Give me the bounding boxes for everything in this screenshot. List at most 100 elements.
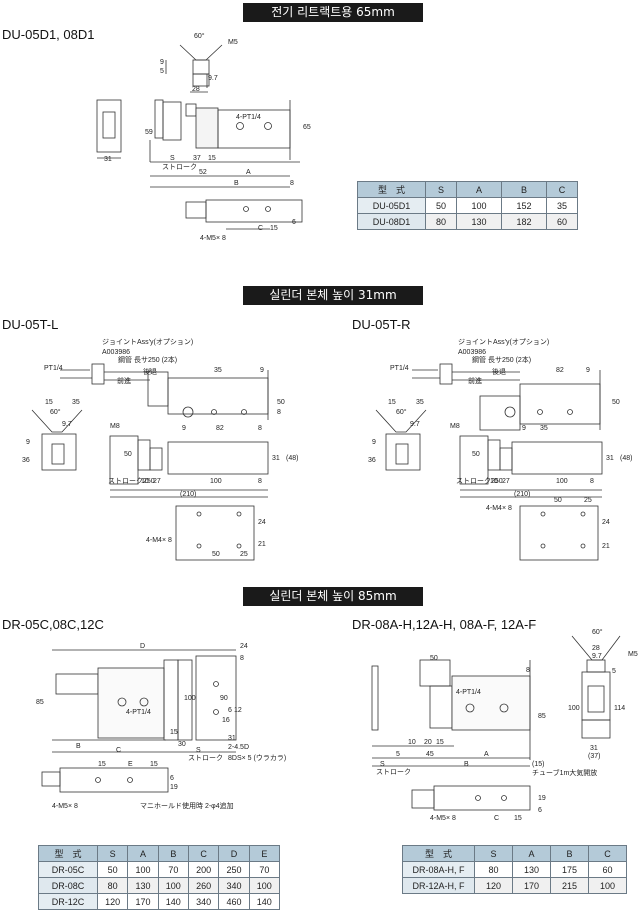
dim-label: 31 <box>228 735 236 742</box>
table-cell: 100 <box>127 861 159 878</box>
dim-label: 36 <box>22 457 30 464</box>
dim-label: 4-PT1/4 <box>456 689 481 696</box>
table-header: S <box>96 845 129 862</box>
dim-label: 6 <box>170 775 174 782</box>
dim-label: 6 <box>538 807 542 814</box>
model-title-dr05c: DR-05C,08C,12C <box>2 617 104 632</box>
dim-label: 15 <box>150 761 158 768</box>
dim-label: 5 <box>160 68 164 75</box>
dim-label: 15 <box>98 761 106 768</box>
table-cell: DR-08C <box>38 877 98 894</box>
dim-label: 8 <box>240 655 244 662</box>
dim-label: 8 <box>290 180 294 187</box>
table-header: C <box>546 181 578 198</box>
dim-label: 27 <box>153 478 161 485</box>
dim-label: 50 <box>277 399 285 406</box>
table-cell: 70 <box>248 861 281 878</box>
table-cell: 130 <box>455 213 502 230</box>
table-header: A <box>127 845 159 862</box>
dim-label: 45 <box>426 751 434 758</box>
table-row: DU-08D1 80 130 182 60 <box>357 213 578 230</box>
table-cell: 120 <box>474 877 513 894</box>
dim-label: 21 <box>602 543 610 550</box>
table-cell: 140 <box>157 893 189 910</box>
dim-label: 5 <box>396 751 400 758</box>
dim-label: 9 <box>26 439 30 446</box>
table-header: 型 式 <box>38 845 98 862</box>
dim-label: 8DS× 5 (ウラカラ) <box>228 754 286 762</box>
table-header: D <box>218 845 250 862</box>
dim-label: 50 <box>212 551 220 558</box>
dim-label: A003986 <box>102 349 130 356</box>
dim-label: B <box>234 180 239 187</box>
dim-label: 50 <box>124 451 132 458</box>
table-header-row: 型 式 S A B C <box>402 845 627 862</box>
dim-label: 30 <box>178 741 186 748</box>
dr05c-drawing <box>41 649 237 793</box>
dim-label: E <box>128 761 133 768</box>
dim-label: 28 <box>592 645 600 652</box>
table-row: DR-05C 50 100 70 200 250 70 <box>38 861 281 878</box>
table-cell: 100 <box>588 877 627 894</box>
dim-label: 82 <box>216 425 224 432</box>
table-cell: 152 <box>500 197 548 214</box>
dim-label: 28 <box>192 86 200 93</box>
dim-label: 50 <box>554 497 562 504</box>
table-cell: 80 <box>474 861 513 878</box>
table-header: C <box>588 845 627 862</box>
table-header: C <box>187 845 220 862</box>
dim-label: 27 <box>502 478 510 485</box>
table-header: E <box>248 845 281 862</box>
spec-table-dr08a: 型 式 S A B C DR-08A-H, F 80 130 175 60 DR… <box>402 845 627 894</box>
dim-label: 10 <box>141 478 149 485</box>
table-cell: 100 <box>157 877 189 894</box>
dim-label: 50 <box>430 655 438 662</box>
model-title-du05tr: DU-05T-R <box>352 317 411 332</box>
table-row: DR-08A-H, F 80 130 175 60 <box>402 861 627 878</box>
dim-label: 24 <box>602 519 610 526</box>
dim-label: 4-M4× 8 <box>146 537 172 544</box>
dim-label: 15 <box>388 399 396 406</box>
dim-label: (15) <box>532 761 544 768</box>
table-cell: 50 <box>96 861 129 878</box>
dim-label: 15 <box>170 729 178 736</box>
dim-label: 31 <box>590 745 598 752</box>
dim-label: 4-M5× 8 <box>200 235 226 242</box>
table-cell: 130 <box>127 877 159 894</box>
dim-label: 36 <box>368 457 376 464</box>
table-cell: 60 <box>588 861 627 878</box>
table-cell: 460 <box>218 893 250 910</box>
model-title-du05d1: DU-05D1, 08D1 <box>2 27 95 42</box>
table-cell: 170 <box>512 877 551 894</box>
table-header: 型 式 <box>402 845 475 862</box>
dim-label: ストローク <box>376 768 411 776</box>
dim-label: 100 <box>210 478 222 485</box>
dim-label: 35 <box>540 425 548 432</box>
section-banner-31mm: 실린더 본체 높이 31mm <box>243 286 423 305</box>
dim-label: 15 <box>514 815 522 822</box>
dim-label: (48) <box>620 455 632 462</box>
table-cell: 35 <box>546 197 578 214</box>
dim-label: A <box>246 169 251 176</box>
table-cell: 140 <box>248 893 281 910</box>
dim-label: 8 <box>258 425 262 432</box>
dr08a-drawing <box>371 635 621 811</box>
dim-label: 19 <box>170 784 178 791</box>
table-cell: 80 <box>425 213 457 230</box>
dim-label: 15 <box>270 225 278 232</box>
model-title-du05tl: DU-05T-L <box>2 317 59 332</box>
model-title-dr08a: DR-08A-H,12A-H, 08A-F, 12A-F <box>352 617 537 632</box>
dim-label: 15 <box>436 739 444 746</box>
dim-label: M5 <box>628 651 638 658</box>
table-header: B <box>157 845 189 862</box>
dim-label: 前進 <box>468 376 482 385</box>
dim-label: (48) <box>286 455 298 462</box>
dim-label: 21 <box>258 541 266 548</box>
dim-label: 15 <box>45 399 53 406</box>
table-header: A <box>512 845 551 862</box>
dim-label: 4-M4× 8 <box>486 505 512 512</box>
dim-label: (210) <box>514 491 530 498</box>
dim-label: 60° <box>592 628 603 636</box>
dim-label: 25 <box>240 551 248 558</box>
dim-label: 60° <box>50 408 61 416</box>
